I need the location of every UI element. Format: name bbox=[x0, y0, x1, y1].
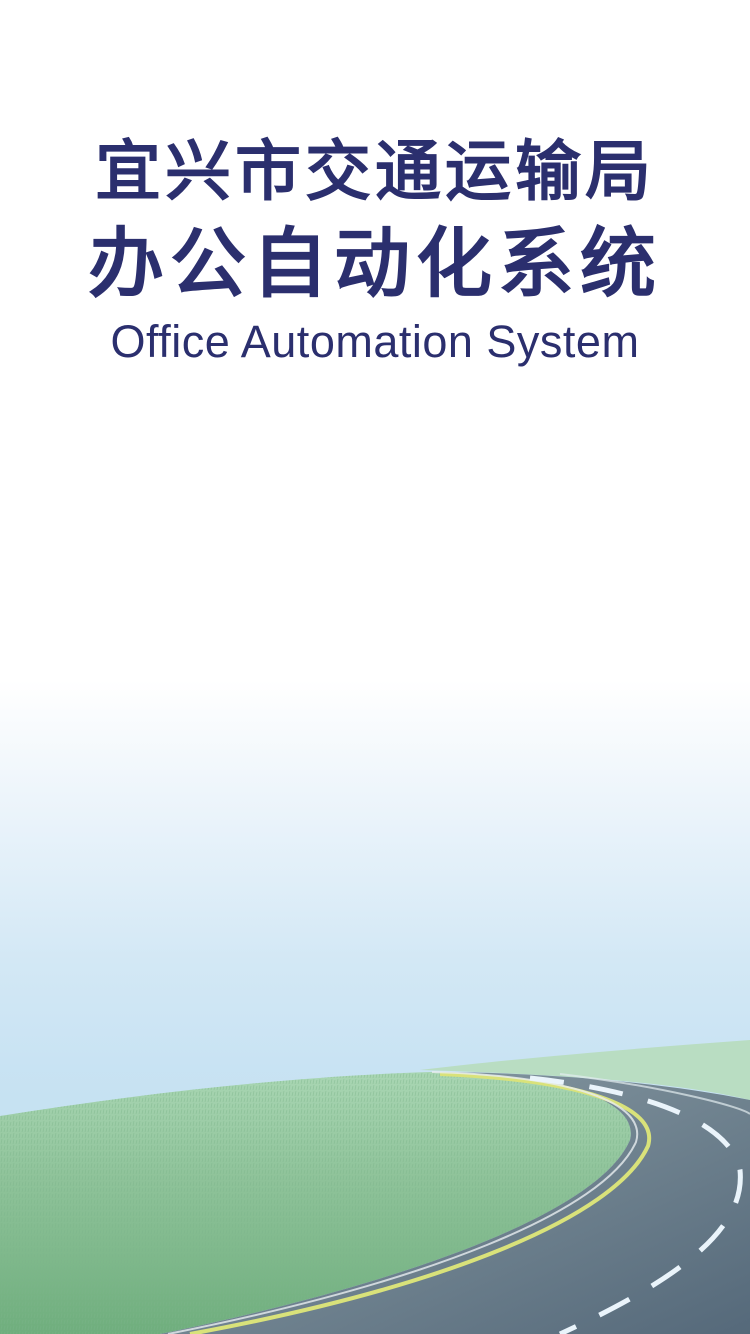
far-field bbox=[420, 1040, 750, 1100]
lane-dashes bbox=[529, 1075, 743, 1334]
road-landscape-illustration bbox=[0, 1040, 750, 1334]
road-edge-line bbox=[189, 1072, 652, 1334]
road bbox=[160, 1072, 750, 1334]
system-title-english: Office Automation System bbox=[110, 316, 640, 367]
system-title: 办公自动化系统 bbox=[88, 219, 662, 308]
organization-title: 宜兴市交通运输局 bbox=[95, 133, 655, 210]
app-title-block: 宜兴市交通运输局 办公自动化系统 Office Automation Syste… bbox=[0, 130, 750, 370]
